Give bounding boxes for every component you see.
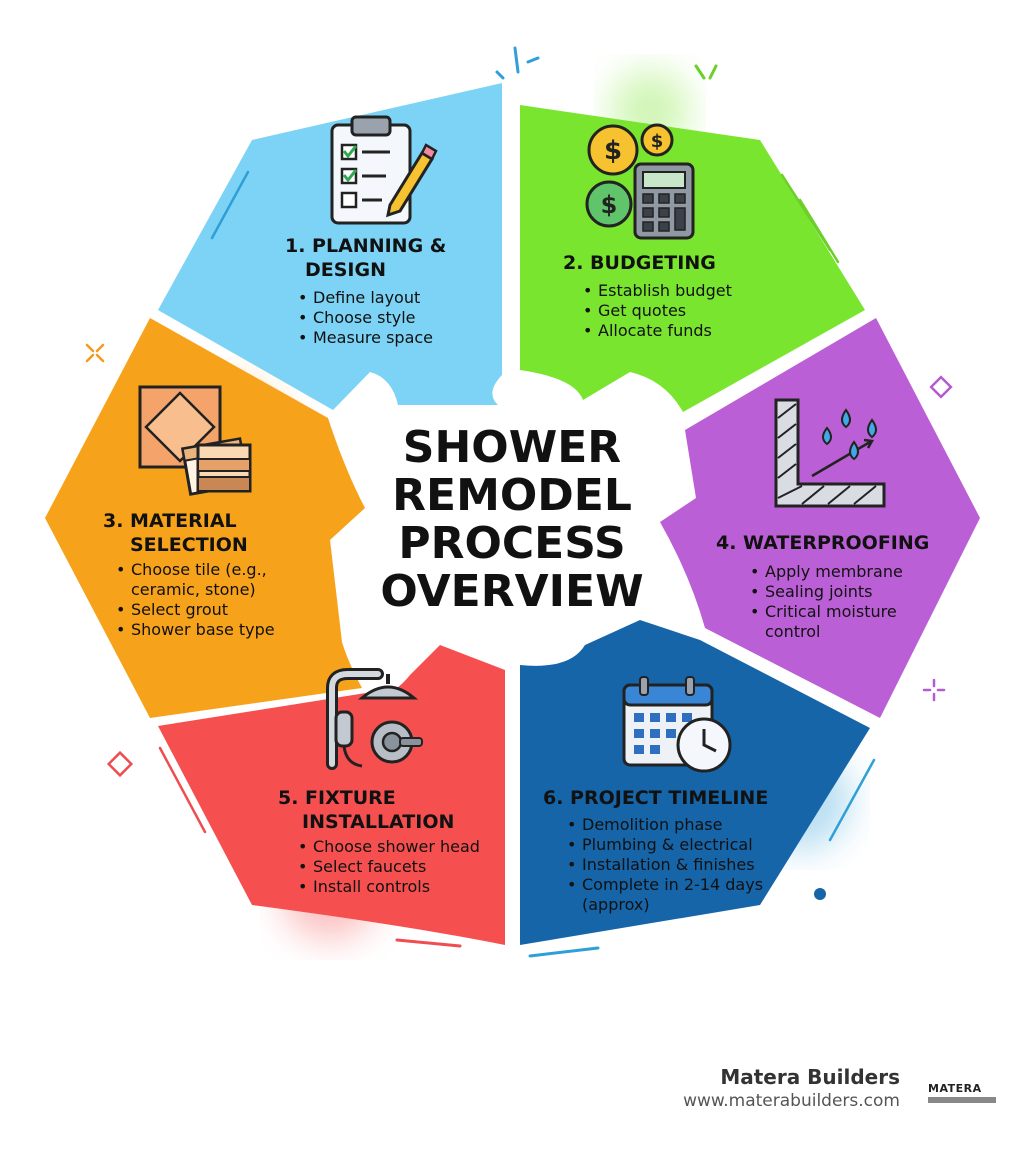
- timeline-bullet-4: Complete in 2-14 days: [582, 875, 763, 894]
- timeline-bullet-3: Installation & finishes: [582, 855, 755, 874]
- calendar-clock-icon: [622, 676, 732, 773]
- material-bullet-2: Select grout: [131, 600, 228, 619]
- segment-material: [45, 318, 365, 718]
- company-logo-bar: [928, 1097, 996, 1103]
- svg-text:$: $: [604, 136, 622, 166]
- calculator-icon: $ $ $: [585, 123, 695, 240]
- tile-samples-icon: [138, 385, 252, 496]
- svg-text:•: •: [298, 837, 307, 856]
- svg-text:•: •: [567, 835, 576, 854]
- fixture-bullet-3: Install controls: [313, 877, 430, 896]
- segment-timeline: [520, 620, 870, 945]
- fixture-bullet-1: Choose shower head: [313, 837, 480, 856]
- svg-text:•: •: [583, 281, 592, 300]
- planning-title-line-2: DESIGN: [305, 259, 386, 281]
- svg-text:•: •: [750, 602, 759, 621]
- budgeting-bullet-2: Get quotes: [598, 301, 686, 320]
- segment-budgeting-text: 2. BUDGETING • Establish budget • Get qu…: [563, 252, 732, 340]
- company-url[interactable]: www.materabuilders.com: [683, 1091, 900, 1111]
- water-drops-icon: [774, 398, 886, 508]
- company-logo: MATERA: [928, 1082, 982, 1095]
- footer: Matera Builders www.materabuilders.com: [683, 1064, 900, 1112]
- segment-planning-text: 1. PLANNING & DESIGN • Define layout • C…: [285, 235, 446, 347]
- clipboard-icon: [330, 115, 438, 225]
- segment-fixture-text: 5. FIXTURE INSTALLATION • Choose shower …: [278, 787, 480, 896]
- svg-text:•: •: [298, 308, 307, 327]
- material-title-line-1: 3. MATERIAL: [103, 510, 237, 532]
- fixture-bullet-2: Select faucets: [313, 857, 426, 876]
- budgeting-title: 2. BUDGETING: [563, 252, 716, 274]
- segment-material-shape: [45, 318, 365, 718]
- waterproofing-title: 4. WATERPROOFING: [716, 532, 929, 554]
- budgeting-bullet-3: Allocate funds: [598, 321, 712, 340]
- segment-waterproofing: [660, 318, 980, 718]
- waterproofing-bullet-1: Apply membrane: [765, 562, 903, 581]
- svg-text:•: •: [750, 562, 759, 581]
- svg-text:•: •: [298, 328, 307, 347]
- material-bullet-1: Choose tile (e.g.,: [131, 560, 267, 579]
- segment-waterproofing-text: 4. WATERPROOFING • Apply membrane • Seal…: [716, 532, 929, 641]
- svg-text:•: •: [567, 815, 576, 834]
- planning-bullet-2: Choose style: [313, 308, 416, 327]
- segment-material-text: 3. MATERIAL SELECTION • Choose tile (e.g…: [103, 510, 275, 639]
- timeline-bullet-2: Plumbing & electrical: [582, 835, 753, 854]
- svg-text:•: •: [583, 301, 592, 320]
- svg-text:•: •: [567, 875, 576, 894]
- svg-text:•: •: [298, 288, 307, 307]
- center-title: SHOWER REMODEL PROCESS OVERVIEW: [380, 422, 643, 617]
- material-title-line-2: SELECTION: [130, 534, 248, 556]
- svg-text:•: •: [116, 560, 125, 579]
- svg-text:•: •: [116, 620, 125, 639]
- segment-timeline-shape: [520, 620, 870, 945]
- svg-text:•: •: [567, 855, 576, 874]
- material-bullet-1-cont: ceramic, stone): [131, 580, 256, 599]
- timeline-title: 6. PROJECT TIMELINE: [543, 787, 768, 809]
- svg-text:•: •: [298, 877, 307, 896]
- planning-bullet-3: Measure space: [313, 328, 433, 347]
- center-title-line-3: PROCESS: [398, 518, 625, 569]
- center-title-line-2: REMODEL: [392, 470, 632, 521]
- planning-bullet-1: Define layout: [313, 288, 420, 307]
- center-title-line-1: SHOWER: [403, 422, 621, 473]
- fixture-title-line-1: 5. FIXTURE: [278, 787, 396, 809]
- svg-text:•: •: [583, 321, 592, 340]
- waterproofing-bullet-3-cont: control: [765, 622, 820, 641]
- decorative-accents: [85, 46, 953, 958]
- budgeting-bullet-1: Establish budget: [598, 281, 732, 300]
- segment-waterproofing-shape: [660, 318, 980, 718]
- waterproofing-bullet-2: Sealing joints: [765, 582, 873, 601]
- center-title-line-4: OVERVIEW: [380, 566, 643, 617]
- waterproofing-bullet-3: Critical moisture: [765, 602, 897, 621]
- shower-head-icon: [326, 668, 423, 770]
- timeline-bullet-4-cont: (approx): [582, 895, 650, 914]
- planning-title-line-1: 1. PLANNING &: [285, 235, 446, 257]
- svg-text:•: •: [116, 600, 125, 619]
- svg-text:•: •: [750, 582, 759, 601]
- company-name: Matera Builders: [720, 1065, 900, 1089]
- svg-text:$: $: [601, 191, 618, 219]
- svg-text:$: $: [651, 131, 664, 152]
- fixture-title-line-2: INSTALLATION: [302, 811, 454, 833]
- timeline-bullet-1: Demolition phase: [582, 815, 722, 834]
- material-bullet-3: Shower base type: [131, 620, 275, 639]
- segment-fixture-shape: [158, 645, 505, 945]
- segment-timeline-text: 6. PROJECT TIMELINE • Demolition phase •…: [543, 787, 768, 914]
- segment-fixture: [158, 645, 505, 945]
- svg-text:•: •: [298, 857, 307, 876]
